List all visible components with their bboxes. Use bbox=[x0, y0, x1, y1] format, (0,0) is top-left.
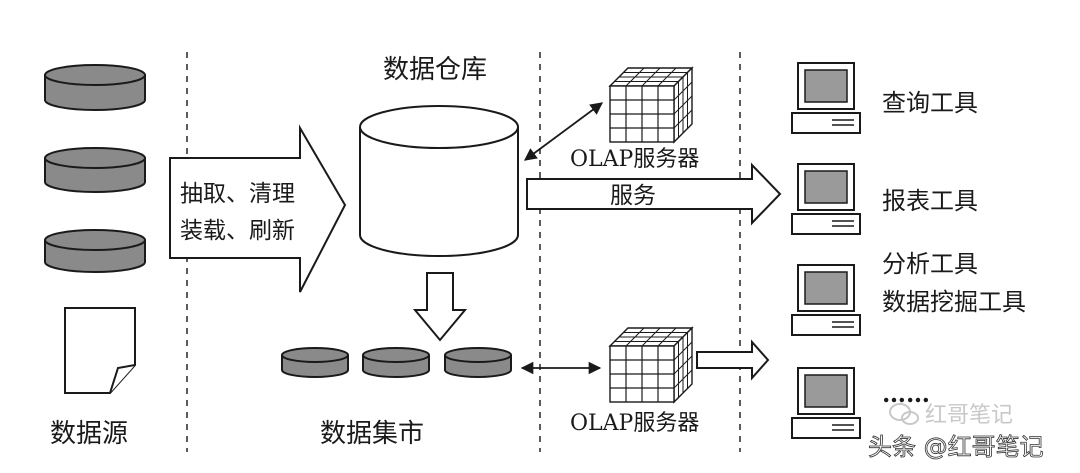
olap-cube-top-icon bbox=[608, 66, 694, 144]
etl-label-line2: 装载、刷新 bbox=[180, 218, 295, 244]
computer-icon-more bbox=[791, 367, 861, 439]
watermark-faint: 红哥笔记 bbox=[925, 403, 1013, 428]
computer-icon-analysis bbox=[791, 264, 861, 336]
etl-arrow bbox=[169, 124, 347, 293]
computer-icon-report bbox=[791, 163, 861, 235]
tool-report-label: 报表工具 bbox=[882, 187, 978, 215]
service-label: 服务 bbox=[610, 183, 656, 209]
watermark-main: 头条 @红哥笔记 bbox=[868, 433, 1044, 461]
down-arrow bbox=[412, 272, 468, 342]
warehouse-cylinder bbox=[359, 105, 519, 257]
source-label: 数据源 bbox=[50, 419, 128, 449]
tool-mining-label: 数据挖掘工具 bbox=[882, 288, 1026, 316]
olap-top-label: OLAP服务器 bbox=[570, 147, 699, 172]
source-disk-3 bbox=[44, 229, 146, 273]
olap-bottom-label: OLAP服务器 bbox=[570, 411, 699, 436]
source-document-icon bbox=[64, 307, 136, 394]
datamart-disk-2 bbox=[362, 347, 430, 378]
tool-analysis-label: 分析工具 bbox=[882, 250, 978, 278]
datamart-disk-3 bbox=[444, 347, 512, 378]
source-disk-1 bbox=[44, 64, 146, 111]
wechat-icon bbox=[889, 403, 919, 425]
tool-more-label: …… bbox=[882, 379, 930, 408]
olap-output-arrow bbox=[696, 339, 770, 381]
datamart-label: 数据集市 bbox=[320, 419, 424, 449]
service-arrow bbox=[526, 162, 782, 226]
datamart-disk-1 bbox=[281, 347, 349, 378]
warehouse-olap-arrow bbox=[523, 102, 604, 161]
etl-label-line1: 抽取、清理 bbox=[180, 181, 295, 207]
olap-cube-bottom-icon bbox=[608, 326, 694, 404]
tool-query-label: 查询工具 bbox=[882, 89, 978, 117]
warehouse-label: 数据仓库 bbox=[383, 55, 487, 85]
source-disk-2 bbox=[44, 147, 146, 193]
computer-icon-query bbox=[791, 62, 861, 134]
